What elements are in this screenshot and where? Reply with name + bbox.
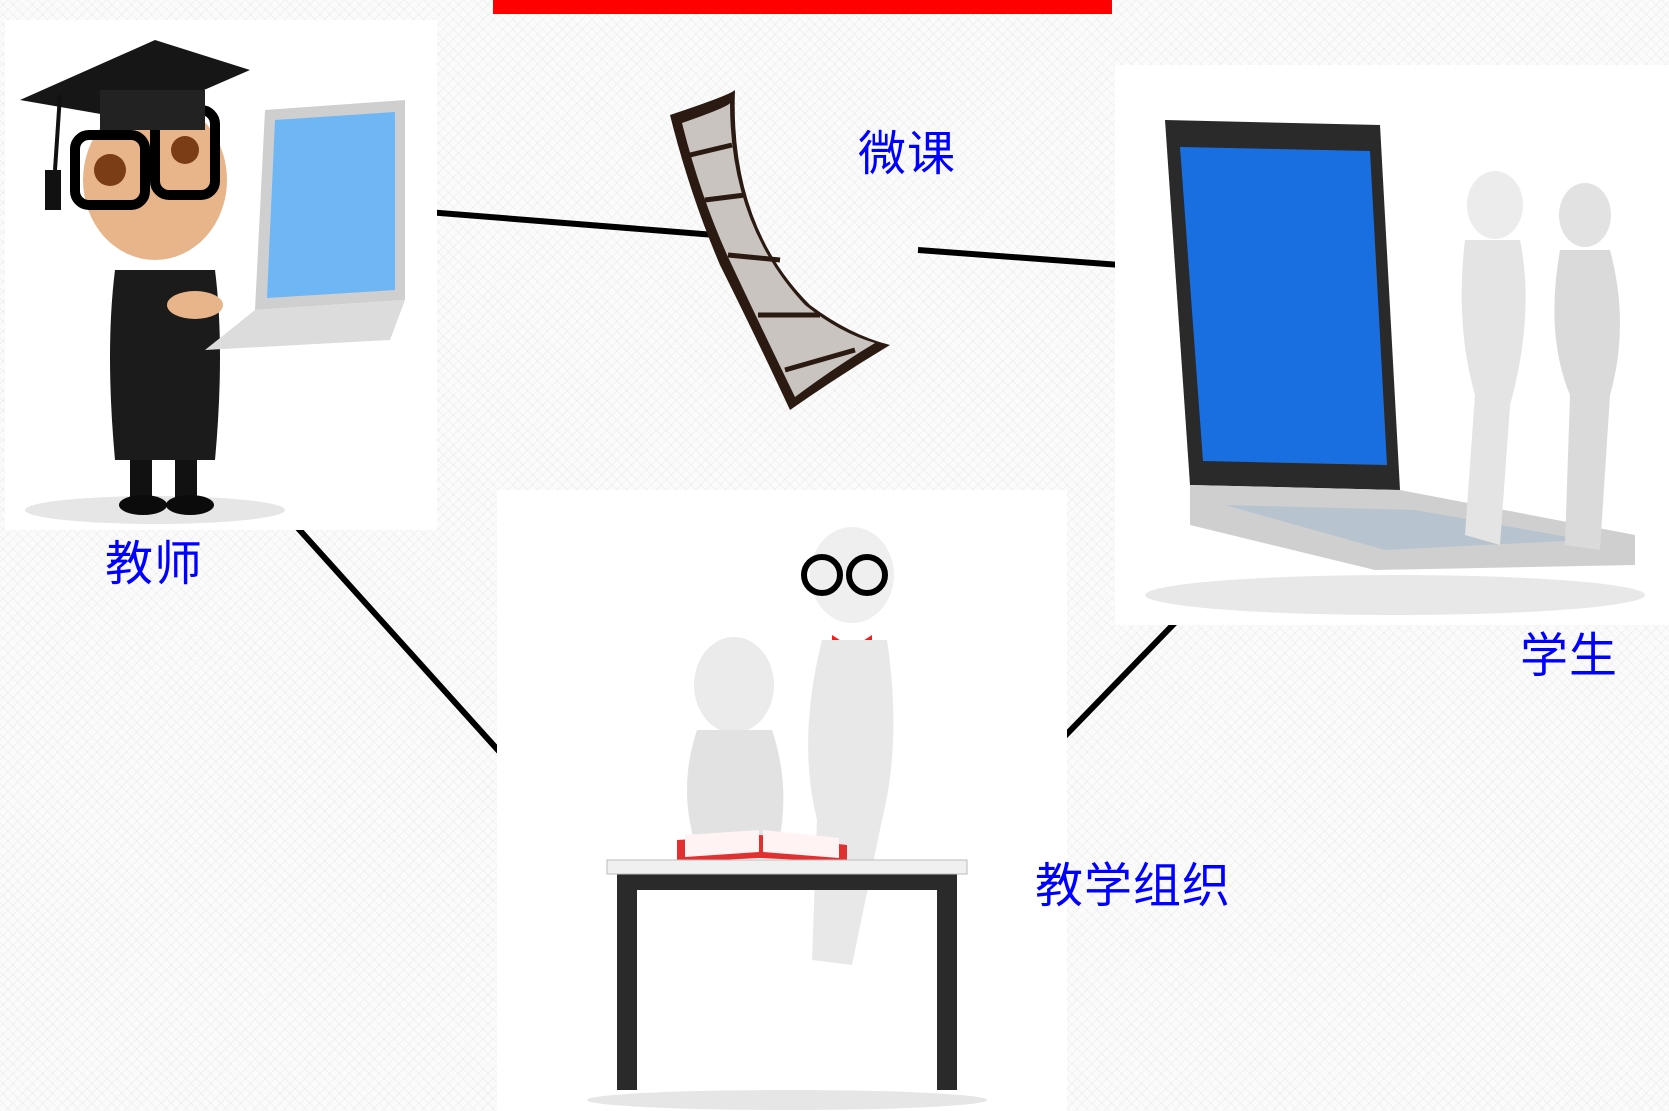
laptop-with-figures-icon [1145, 120, 1645, 615]
tutor-student-desk-icon [587, 527, 987, 1110]
organization-label: 教学组织 [1035, 858, 1232, 914]
title-banner [493, 0, 1112, 14]
graduate-teacher-icon [20, 40, 405, 524]
line-teacher-microlesson [401, 207, 716, 238]
microlesson-label: 微课 [858, 126, 957, 182]
film-strip-icon [670, 90, 890, 410]
student-label: 学生 [1520, 628, 1619, 684]
teacher-label: 教师 [105, 536, 204, 592]
